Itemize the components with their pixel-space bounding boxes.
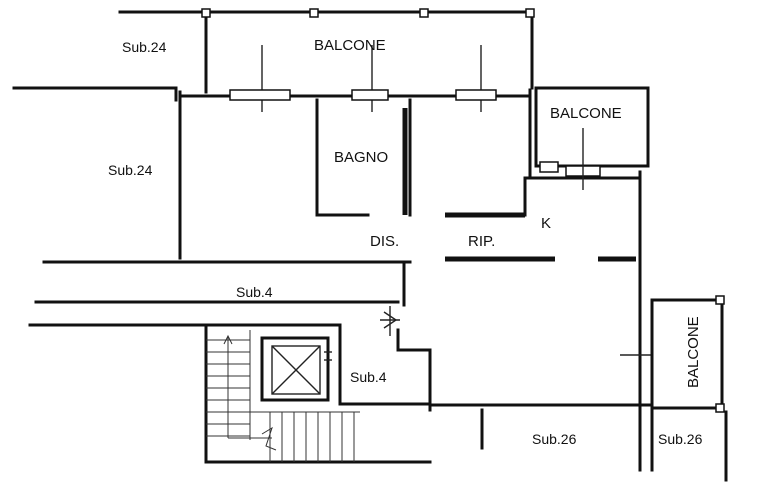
balcony-right-side [650,295,725,413]
stairwell [28,323,432,464]
balcony-right-upper [534,86,650,190]
apartment-walls [12,86,652,412]
label-sub24-top: Sub.24 [122,39,167,55]
label-balcone-top: BALCONE [314,37,386,54]
label-rip: RIP. [468,233,495,250]
stair-steps [206,330,360,462]
label-balcone-right-upper: BALCONE [550,105,622,122]
elevator [260,336,332,402]
label-bagno: BAGNO [334,149,388,166]
label-sub4-corridor: Sub.4 [236,284,273,300]
label-dis: DIS. [370,233,399,250]
entrance-door [380,306,400,336]
label-sub26-right: Sub.26 [658,431,703,447]
label-sub24-left: Sub.24 [108,162,153,178]
label-k: K [541,215,551,232]
label-balcone-right-side: BALCONE [685,316,702,388]
label-sub26-mid: Sub.26 [532,431,577,447]
lower-boundaries [480,403,728,482]
balcony-top [118,8,535,112]
label-sub4-stair: Sub.4 [350,369,387,385]
